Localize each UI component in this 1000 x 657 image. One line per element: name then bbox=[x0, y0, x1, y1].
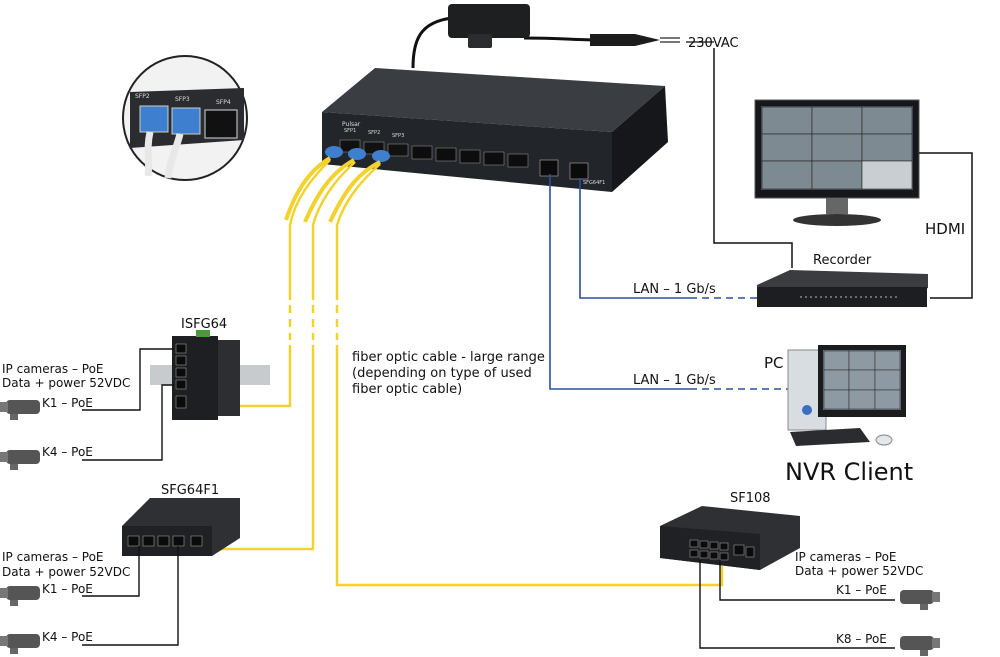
camera-icon bbox=[0, 634, 40, 654]
recorder-label: Recorder bbox=[813, 253, 872, 268]
isfg64-cameras-line1: IP cameras – PoE bbox=[2, 362, 104, 376]
power-plug bbox=[590, 34, 660, 46]
lan-to-pc bbox=[549, 174, 690, 390]
hdmi-cable bbox=[919, 152, 973, 299]
sfp3-port[interactable] bbox=[387, 143, 409, 157]
sfp-slot[interactable] bbox=[483, 151, 505, 166]
lan-cables bbox=[549, 174, 790, 390]
isfg64-cameras-line2: Data + power 52VDC bbox=[2, 376, 130, 390]
sfg64f1-switch bbox=[122, 498, 240, 556]
lan-to-recorder bbox=[579, 178, 690, 299]
power-adapter bbox=[448, 4, 530, 38]
sfp-slot[interactable] bbox=[435, 147, 457, 162]
sfg64f1-label: SFG64F1 bbox=[161, 483, 219, 498]
inset-sfp4-label: SFP4 bbox=[216, 99, 231, 106]
pc bbox=[787, 345, 906, 446]
sf108-cameras-line2: Data + power 52VDC bbox=[795, 564, 923, 578]
inset-sfp2-label: SFP2 bbox=[135, 93, 150, 100]
fiber-to-sfg64f1 bbox=[311, 161, 356, 300]
sfp1-label: SFP1 bbox=[344, 128, 356, 134]
sfp-slot[interactable] bbox=[411, 145, 433, 160]
isfg64-cable-k1 bbox=[82, 348, 174, 411]
sf108-switch bbox=[660, 506, 800, 570]
sfg64f1-cable-k4 bbox=[82, 546, 179, 646]
sf108-cameras-line1: IP cameras – PoE bbox=[795, 550, 897, 564]
sfg64f1-cameras-line1: IP cameras – PoE bbox=[2, 550, 104, 564]
lan-recorder-label: LAN – 1 Gb/s bbox=[633, 282, 716, 297]
isfg64-k4-label: K4 – PoE bbox=[42, 445, 93, 459]
camera-icon bbox=[900, 590, 940, 610]
power-wire bbox=[713, 48, 793, 268]
fiber-note-line-3: fiber optic cable) bbox=[352, 382, 462, 397]
sf108-cable-k8 bbox=[699, 560, 895, 649]
sfg64f1-cable-k1 bbox=[82, 546, 140, 597]
fiber-note-line-1: fiber optic cable - large range bbox=[352, 350, 545, 365]
sfp3-label: SFP3 bbox=[392, 133, 404, 139]
hdmi-label: HDMI bbox=[925, 220, 965, 238]
sf108-label: SF108 bbox=[730, 491, 771, 506]
monitor bbox=[754, 99, 920, 226]
sfg64f1-k1-label: K1 – PoE bbox=[42, 582, 93, 596]
main-switch: Pulsar SFG64F1 SFP1 SFP2 SFP3 bbox=[322, 68, 668, 192]
rj45-port-1[interactable] bbox=[539, 159, 559, 177]
isfg64-cable-k4 bbox=[82, 384, 174, 461]
sf108-k8-label: K8 – PoE bbox=[836, 632, 887, 646]
lan-pc-label: LAN – 1 Gb/s bbox=[633, 373, 716, 388]
power-supply: 230VAC bbox=[411, 4, 739, 69]
sfp-detail-inset: SFP2 SFP3 SFP4 bbox=[122, 55, 248, 181]
fiber-note-line-2: (depending on type of used bbox=[352, 366, 532, 381]
camera-icon bbox=[0, 586, 40, 606]
isfg64-label: ISFG64 bbox=[181, 317, 227, 332]
pc-label: PC bbox=[764, 354, 784, 372]
sf108-k1-label: K1 – PoE bbox=[836, 583, 887, 597]
sfp2-label: SFP2 bbox=[368, 130, 380, 136]
camera-icon bbox=[0, 400, 40, 420]
switch-model: SFG64F1 bbox=[583, 180, 605, 186]
power-label: 230VAC bbox=[688, 36, 739, 51]
fiber-to-sf108 bbox=[335, 163, 381, 300]
keyboard bbox=[790, 428, 870, 446]
fiber-to-isfg64 bbox=[288, 159, 331, 300]
nvr-client-label: NVR Client bbox=[785, 458, 913, 486]
sfp-slot[interactable] bbox=[459, 149, 481, 164]
recorder bbox=[757, 270, 928, 307]
sfg64f1-cameras-line2: Data + power 52VDC bbox=[2, 565, 130, 579]
sfp-slot[interactable] bbox=[507, 153, 529, 168]
camera-icon bbox=[900, 636, 940, 656]
sf108-cable-k1 bbox=[719, 560, 895, 601]
sfg64f1-k4-label: K4 – PoE bbox=[42, 630, 93, 644]
isfg64-switch bbox=[150, 330, 270, 420]
fiber-note: fiber optic cable - large range (dependi… bbox=[352, 350, 545, 397]
camera-icon bbox=[0, 450, 40, 470]
isfg64-k1-label: K1 – PoE bbox=[42, 396, 93, 410]
mouse bbox=[875, 434, 893, 446]
rj45-port-2[interactable] bbox=[569, 162, 589, 180]
switch-brand: Pulsar bbox=[342, 121, 361, 128]
inset-sfp3-label: SFP3 bbox=[175, 96, 190, 103]
